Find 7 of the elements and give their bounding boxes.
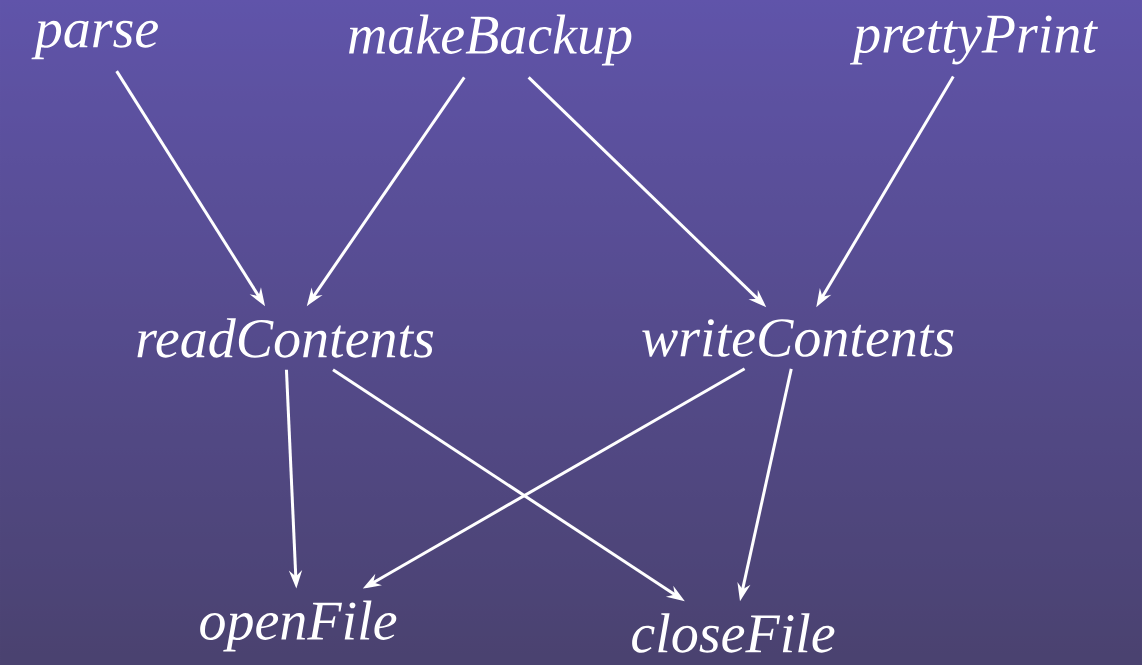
node-label: makeBackup [349,14,632,66]
node-label: openFile [200,600,397,652]
node-label: parse [31,20,158,60]
node-label: writeContents [642,319,954,357]
node-label: prettyPrint [849,15,1098,65]
node-label: closeFile [632,613,835,653]
node-label: readContents [137,318,434,358]
